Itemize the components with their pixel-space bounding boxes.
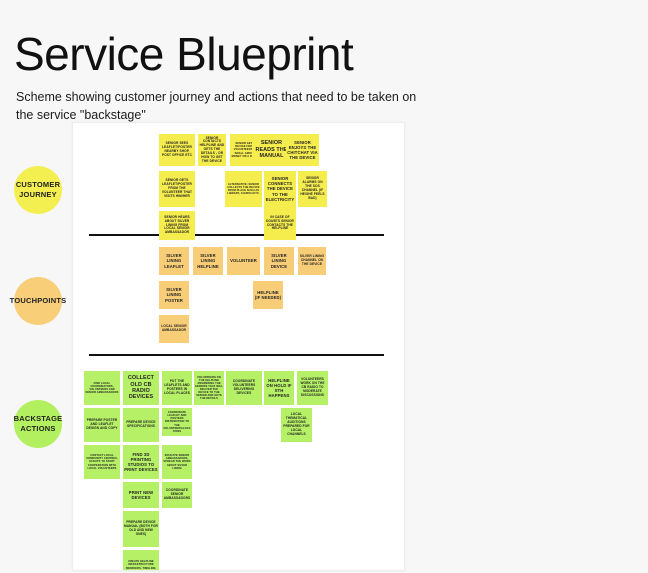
note-text: VOLUNTEER (230, 258, 257, 264)
note-text: SENIOR ENJOYS THE CHITCHAT VIA THE DEVIC… (287, 139, 318, 161)
note-text: SENIOR HEARS ABOUT SILVER LINING FROM LO… (164, 214, 190, 235)
legend-backstage-actions: BACKSTAGE ACTIONS (14, 400, 62, 448)
note-text: SENIOR GETS THE DEVICE FROM THE VOLUNTEE… (231, 142, 265, 158)
note-customer-journey[interactable]: SENIOR SEES LEAFLET/POSTER NEARBY SHOP, … (159, 134, 195, 166)
note-backstage-action[interactable]: EDUCATE SENIOR AMBASSADORS, SPREAD THE W… (162, 445, 192, 479)
note-text: CREATE HELPLINE INFRASTRUCTURE (WORKERS,… (125, 560, 157, 570)
note-customer-journey[interactable]: SENIOR READS THE MANUAL (252, 134, 291, 166)
note-text: HELPLINE (IF NEEDED) (254, 289, 282, 300)
note-text: SILVER LINING CHANNEL ON THE DEVICE (299, 254, 325, 266)
note-backstage-action[interactable]: LOCAL THEMATICAL AUDITIONS PREPARED FOR … (281, 408, 312, 442)
note-touchpoint[interactable]: SILVER LINING LEAFLET (159, 247, 189, 275)
note-backstage-action[interactable]: PRINT NEW DEVICES (123, 482, 159, 508)
legend-touchpoints-label: TOUCHPOINTS (9, 295, 67, 305)
note-text: SENIOR ALARMS ON THE SOS CHANNEL (IF HE/… (300, 176, 325, 200)
note-text: SENIOR READS THE MANUAL (255, 140, 288, 160)
blueprint-board[interactable]: SENIOR SEES LEAFLET/POSTER NEARBY SHOP, … (72, 122, 405, 571)
note-backstage-action[interactable]: COLLECT OLD CB RADIO DEVICES (123, 371, 159, 405)
note-backstage-action[interactable]: PUT THE LEAFLETS AND POSTERS IN LOCAL PL… (162, 371, 192, 405)
note-backstage-action[interactable]: HELPLINE ON HOLD IF STH HAPPENS (264, 371, 294, 405)
note-customer-journey[interactable]: SENIOR HEARS ABOUT SILVER LINING FROM LO… (159, 211, 195, 240)
note-text: CONTACT LOCAL COMMUNITY CENTRES, SCOUTS … (86, 454, 118, 470)
note-text: FIND LOCAL COORDINATORS, VOLUNTEERS AND … (85, 381, 119, 395)
note-text: LOCAL THEMATICAL AUDITIONS PREPARED FOR … (283, 412, 310, 436)
note-text: COORDINATE SENIOR AMBASSADORS (163, 488, 191, 500)
note-touchpoint[interactable]: SILVER LINING DEVICE (264, 247, 294, 275)
note-text: COORDINATE LEAFLET AND POSTERS DISTRIBUT… (163, 411, 191, 433)
note-text: PUT THE LEAFLETS AND POSTERS IN LOCAL PL… (164, 379, 190, 395)
note-customer-journey[interactable]: SENIOR ALARMS ON THE SOS CHANNEL (IF HE/… (298, 171, 327, 207)
note-customer-journey[interactable]: SENIOR CONNECTS THE DEVICE TO THE ELECTR… (264, 171, 296, 207)
note-text: LOCAL SENIOR AMBASSADOR (161, 324, 187, 332)
note-backstage-action[interactable]: FIND LOCAL COORDINATORS, VOLUNTEERS AND … (84, 371, 120, 405)
note-text: HELPLINE ON HOLD IF STH HAPPENS (266, 377, 292, 399)
page-title: Service Blueprint (14, 27, 354, 80)
note-touchpoint[interactable]: LOCAL SENIOR AMBASSADOR (159, 315, 189, 343)
note-text: VOLUNTEERS WORK ON THE CB RADIO TO MODER… (300, 377, 325, 397)
note-customer-journey[interactable]: ALTERNATIVE: SENIOR COLLECTS THE DEVICE … (225, 171, 262, 207)
note-text: PRINT NEW DEVICES (128, 489, 154, 500)
page-subtitle: Scheme showing customer journey and acti… (16, 89, 417, 123)
note-text: PREPARE POSTER AND LEAFLET DESIGN AND CO… (86, 418, 118, 430)
note-touchpoint[interactable]: SILVER LINING POSTER (159, 281, 189, 309)
note-text: SILVER LINING DEVICE (270, 253, 288, 269)
note-customer-journey[interactable]: IN CASE OF DOUBTS SENIOR CONTACTS THE HE… (264, 207, 296, 240)
note-text: SENIOR CONNECTS THE DEVICE TO THE ELECTR… (265, 176, 295, 202)
legend-touchpoints: TOUCHPOINTS (10, 277, 66, 325)
note-text: SENIOR GETS LEAFLET/POSTER FROM THE VOLU… (161, 178, 193, 198)
note-text: SENIOR SEES LEAFLET/POSTER NEARBY SHOP, … (161, 141, 192, 157)
note-backstage-action[interactable]: COORDINATE VOLUNTEERS DELIVERING DEVICES (226, 371, 262, 405)
note-backstage-action[interactable]: PREPARE DEVICE SPECIFICATIONS (123, 408, 159, 442)
note-text: COLLECT OLD CB RADIO DEVICES (127, 375, 155, 401)
note-backstage-action[interactable]: CREATE HELPLINE INFRASTRUCTURE (WORKERS,… (123, 550, 159, 570)
legend-customer-journey-label: CUSTOMER JOURNEY (15, 179, 61, 199)
note-backstage-action[interactable]: COORDINATE LEAFLET AND POSTERS DISTRIBUT… (162, 408, 192, 436)
note-touchpoint[interactable]: VOLUNTEER (227, 247, 260, 275)
note-backstage-action[interactable]: CONTACT LOCAL COMMUNITY CENTRES, SCOUTS … (84, 445, 120, 479)
note-backstage-action[interactable]: FIND 3D PRINTING STUDIOS TO PRINT DEVICE… (123, 445, 159, 479)
note-backstage-action[interactable]: PREPARE POSTER AND LEAFLET DESIGN AND CO… (84, 408, 120, 442)
note-text: FIND 3D PRINTING STUDIOS TO PRINT DEVICE… (124, 451, 158, 473)
note-customer-journey[interactable]: SENIOR ENJOYS THE CHITCHAT VIA THE DEVIC… (286, 134, 319, 166)
note-text: PREPARE DEVICE SPECIFICATIONS (126, 420, 156, 428)
legend-backstage-actions-label: BACKSTAGE ACTIONS (13, 413, 63, 433)
note-text: ALTERNATIVE: SENIOR COLLECTS THE DEVICE … (227, 182, 260, 196)
note-text: VOLUNTEERS ON THE HELPLINE ANSWERING THE… (195, 375, 223, 401)
note-text: SILVER LINING LEAFLET (164, 253, 184, 269)
note-backstage-action[interactable]: PREPARE DEVICE MANUAL (BOTH FOR OLD AND … (123, 511, 159, 547)
legend-customer-journey: CUSTOMER JOURNEY (14, 166, 62, 214)
note-touchpoint[interactable]: HELPLINE (IF NEEDED) (253, 281, 283, 309)
note-backstage-action[interactable]: VOLUNTEERS ON THE HELPLINE ANSWERING THE… (194, 371, 224, 405)
note-customer-journey[interactable]: SENIOR GETS LEAFLET/POSTER FROM THE VOLU… (159, 171, 195, 207)
note-text: IN CASE OF DOUBTS SENIOR CONTACTS THE HE… (266, 214, 294, 231)
note-text: SILVER LINING POSTER (165, 287, 183, 303)
note-backstage-action[interactable]: VOLUNTEERS WORK ON THE CB RADIO TO MODER… (297, 371, 328, 405)
note-touchpoint[interactable]: SILVER LINING HELPLINE (193, 247, 223, 275)
note-text: SILVER LINING HELPLINE (197, 253, 219, 269)
note-text: SENIOR CONTACTS HELPLINE AND GETS THE DE… (199, 135, 225, 163)
note-touchpoint[interactable]: SILVER LINING CHANNEL ON THE DEVICE (298, 247, 326, 275)
note-backstage-action[interactable]: COORDINATE SENIOR AMBASSADORS (162, 482, 192, 508)
note-text: COORDINATE VOLUNTEERS DELIVERING DEVICES (232, 379, 256, 395)
note-customer-journey[interactable]: SENIOR CONTACTS HELPLINE AND GETS THE DE… (198, 134, 226, 166)
divider-touchpoints (89, 354, 384, 356)
note-text: PREPARE DEVICE MANUAL (BOTH FOR OLD AND … (124, 520, 158, 536)
note-text: EDUCATE SENIOR AMBASSADORS, SPREAD THE W… (163, 454, 191, 470)
divider-customer-journey (89, 234, 384, 236)
